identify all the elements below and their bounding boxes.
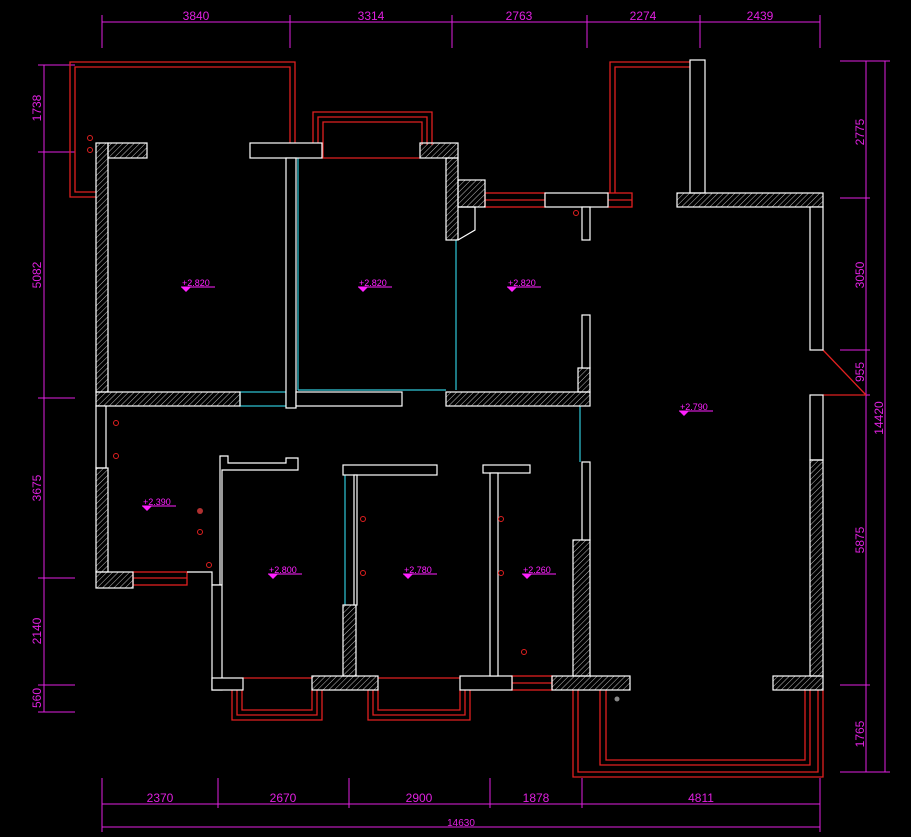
level-marker: +2.820 xyxy=(507,278,541,292)
svg-text:+2.260: +2.260 xyxy=(523,565,551,575)
dim-bottom-5: 4811 xyxy=(688,791,714,805)
dim-left-3: 3675 xyxy=(30,474,44,501)
dim-bottom-2: 2670 xyxy=(270,791,297,805)
dim-right-4: 5875 xyxy=(853,526,867,553)
dimension-bottom: 2370 2670 2900 1878 4811 14630 xyxy=(101,778,821,832)
svg-text:+2.390: +2.390 xyxy=(143,497,171,507)
fixture-markers xyxy=(87,135,620,702)
dim-top-1: 3840 xyxy=(183,9,210,23)
dim-bottom-1: 2370 xyxy=(147,791,174,805)
level-marker: +2.780 xyxy=(403,565,437,579)
dimension-right: 2775 3050 955 5875 1765 14420 xyxy=(840,60,890,773)
level-markers: +2.820 +2.820 +2.820 +2.790 +2.390 +2.80… xyxy=(142,278,713,579)
dim-right-5: 1765 xyxy=(853,720,867,747)
level-marker: +2.260 xyxy=(522,565,556,579)
svg-text:+2.790: +2.790 xyxy=(680,402,708,412)
dim-top-2: 3314 xyxy=(358,9,385,23)
dim-right-2: 3050 xyxy=(853,261,867,288)
dim-bottom-total: 14630 xyxy=(447,818,475,829)
level-marker: +2.800 xyxy=(268,565,302,579)
dim-top-3: 2763 xyxy=(506,9,533,23)
windows-and-balconies xyxy=(69,61,867,778)
dim-right-3: 955 xyxy=(853,362,867,382)
dim-right-total: 14420 xyxy=(872,401,886,435)
dim-left-4: 2140 xyxy=(30,617,44,644)
level-marker: +2.790 xyxy=(679,402,713,416)
glass-partitions xyxy=(239,158,581,605)
dim-top-4: 2274 xyxy=(630,9,657,23)
dim-left-2: 5082 xyxy=(30,261,44,288)
dim-top-5: 2439 xyxy=(747,9,774,23)
dim-right-1: 2775 xyxy=(853,118,867,145)
svg-text:+2.820: +2.820 xyxy=(182,278,210,288)
level-marker: +2.820 xyxy=(358,278,392,292)
svg-text:+2.820: +2.820 xyxy=(359,278,387,288)
svg-text:+2.780: +2.780 xyxy=(404,565,432,575)
dim-left-5: 560 xyxy=(30,688,44,708)
dimension-left: 1738 5082 3675 2140 560 xyxy=(30,64,75,713)
svg-text:+2.820: +2.820 xyxy=(508,278,536,288)
dim-bottom-4: 1878 xyxy=(523,791,550,805)
dim-left-1: 1738 xyxy=(30,94,44,121)
dim-bottom-3: 2900 xyxy=(406,791,433,805)
walls xyxy=(95,59,824,691)
svg-text:+2.800: +2.800 xyxy=(269,565,297,575)
level-marker: +2.390 xyxy=(142,497,176,511)
dimension-top: 3840 3314 2763 2274 2439 xyxy=(101,9,821,48)
level-marker: +2.820 xyxy=(181,278,215,292)
